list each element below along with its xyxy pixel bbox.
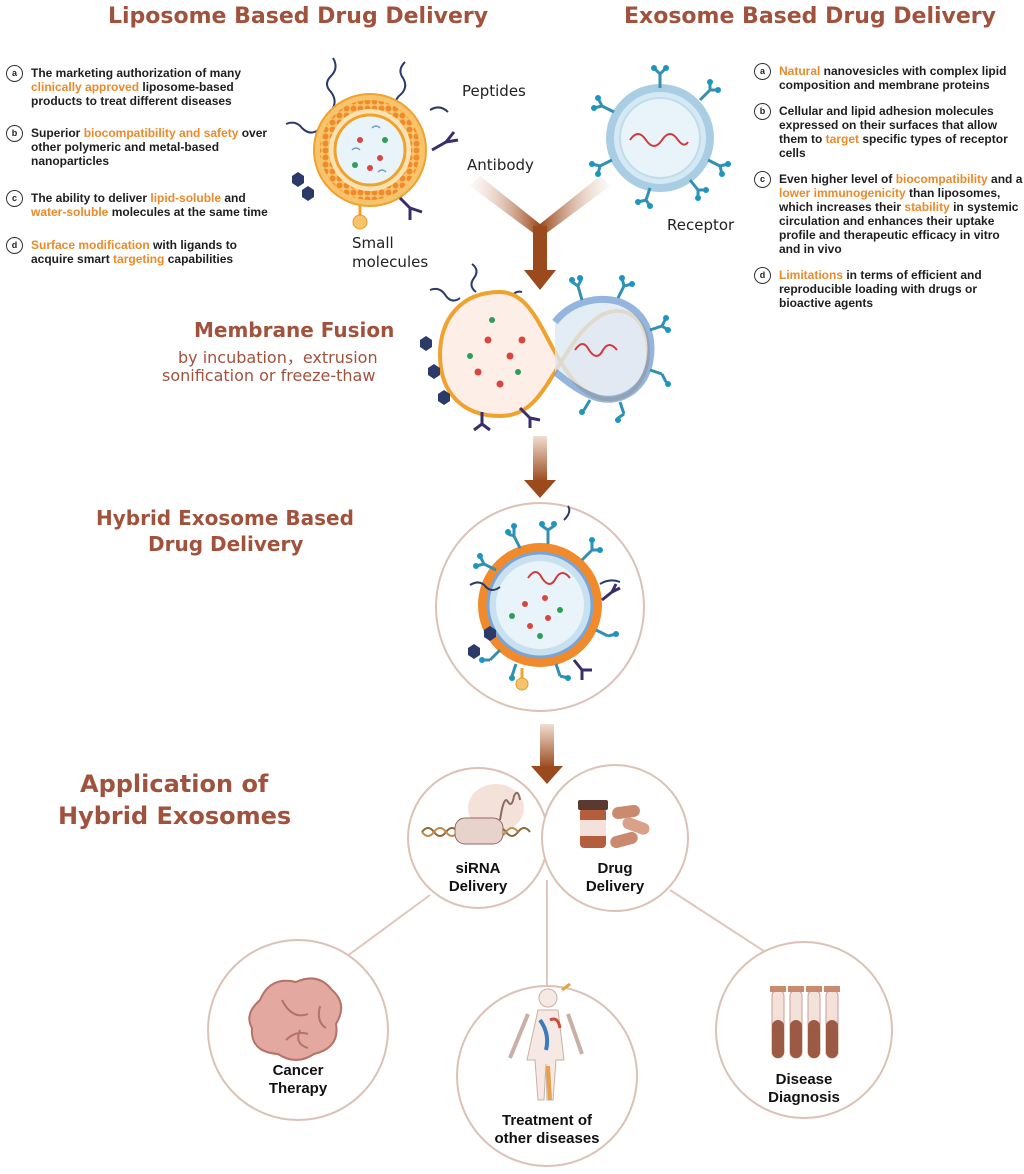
liposome-illustration xyxy=(285,57,459,230)
point-text: Cellular and lipid adhesion molecules ex… xyxy=(779,104,1008,160)
treatment-caption: Treatment of other diseases xyxy=(472,1112,622,1148)
point-text: Even higher level of biocompatibility an… xyxy=(779,172,1023,256)
cancer-therapy-circle xyxy=(207,939,389,1121)
diagnosis-caption: Disease Diagnosis xyxy=(744,1071,864,1107)
small-molecules-label-1: Small xyxy=(352,234,394,252)
diagnosis-caption-2: Diagnosis xyxy=(768,1089,840,1106)
point-badge: b xyxy=(6,125,23,142)
point-badge: d xyxy=(754,267,771,284)
treatment-other-circle xyxy=(456,982,638,1167)
application-title-1: Application of xyxy=(80,770,269,798)
fusion-illustration xyxy=(420,263,671,432)
drug-caption-1: Drug xyxy=(597,860,633,877)
arrow-to-hybrid xyxy=(524,436,556,498)
small-molecules-label-2: molecules xyxy=(352,253,429,271)
point-text: The ability to deliver lipid-soluble and… xyxy=(31,191,268,219)
drug-delivery-circle xyxy=(541,764,689,912)
hybrid-exosome-illustration xyxy=(435,502,645,712)
point-text: Superior biocompatibility and safety ove… xyxy=(31,126,268,168)
fusion-title: Membrane Fusion xyxy=(194,318,395,342)
point-text: Surface modification with ligands to acq… xyxy=(31,238,238,266)
point-badge: a xyxy=(754,63,771,80)
treatment-caption-2: other diseases xyxy=(494,1130,600,1147)
liposome-point-b: b Superior biocompatibility and safety ov… xyxy=(6,125,270,168)
sirna-caption-1: siRNA xyxy=(455,860,501,877)
hybrid-title-2: Drug Delivery xyxy=(148,532,304,556)
point-text: Natural nanovesicles with complex lipid … xyxy=(779,64,1007,92)
drug-caption: Drug Delivery xyxy=(565,860,665,896)
sirna-caption: siRNA Delivery xyxy=(428,860,528,896)
fusion-method-2: sonification or freeze-thaw xyxy=(162,366,376,385)
peptides-label: Peptides xyxy=(462,82,526,100)
fusion-method-1: by incubation，extrusion xyxy=(178,348,378,367)
merge-arrow xyxy=(470,176,610,290)
arrow-to-applications xyxy=(531,724,563,784)
cancer-caption: Cancer Therapy xyxy=(238,1062,358,1098)
liposome-point-a: a The marketing authorization of many cli… xyxy=(6,65,270,108)
cancer-caption-1: Cancer xyxy=(272,1062,324,1079)
exosome-title: Exosome Based Drug Delivery xyxy=(624,4,996,29)
liposome-title: Liposome Based Drug Delivery xyxy=(108,4,489,29)
point-badge: c xyxy=(754,171,771,188)
point-badge: d xyxy=(6,237,23,254)
sirna-caption-2: Delivery xyxy=(448,878,508,895)
sirna-delivery-circle xyxy=(407,767,549,909)
application-connectors xyxy=(334,880,771,988)
point-text: The marketing authorization of many clin… xyxy=(31,66,242,108)
cancer-caption-2: Therapy xyxy=(268,1080,328,1097)
antibody-label: Antibody xyxy=(467,156,534,174)
hybrid-title-1: Hybrid Exosome Based xyxy=(96,506,354,530)
diagnosis-caption-1: Disease xyxy=(775,1071,833,1088)
exosome-illustration xyxy=(589,65,731,209)
exosome-point-c: c Even higher level of biocompatibility a… xyxy=(754,171,1024,256)
exosome-point-a: a Natural nanovesicles with complex lipi… xyxy=(754,63,1024,92)
liposome-point-d: d Surface modification with ligands to ac… xyxy=(6,237,270,266)
treatment-caption-1: Treatment of xyxy=(501,1112,592,1129)
receptor-label: Receptor xyxy=(667,216,735,234)
exosome-point-d: d Limitations in terms of efficient and r… xyxy=(754,267,1024,310)
disease-diagnosis-circle xyxy=(715,941,893,1119)
point-text: Limitations in terms of efficient and re… xyxy=(779,268,982,310)
point-badge: c xyxy=(6,190,23,207)
point-badge: a xyxy=(6,65,23,82)
drug-caption-2: Delivery xyxy=(585,878,645,895)
exosome-point-b: b Cellular and lipid adhesion molecules e… xyxy=(754,103,1024,160)
application-title-2: Hybrid Exosomes xyxy=(58,802,292,830)
liposome-point-c: c The ability to deliver lipid-soluble an… xyxy=(6,190,270,219)
point-badge: b xyxy=(754,103,771,120)
